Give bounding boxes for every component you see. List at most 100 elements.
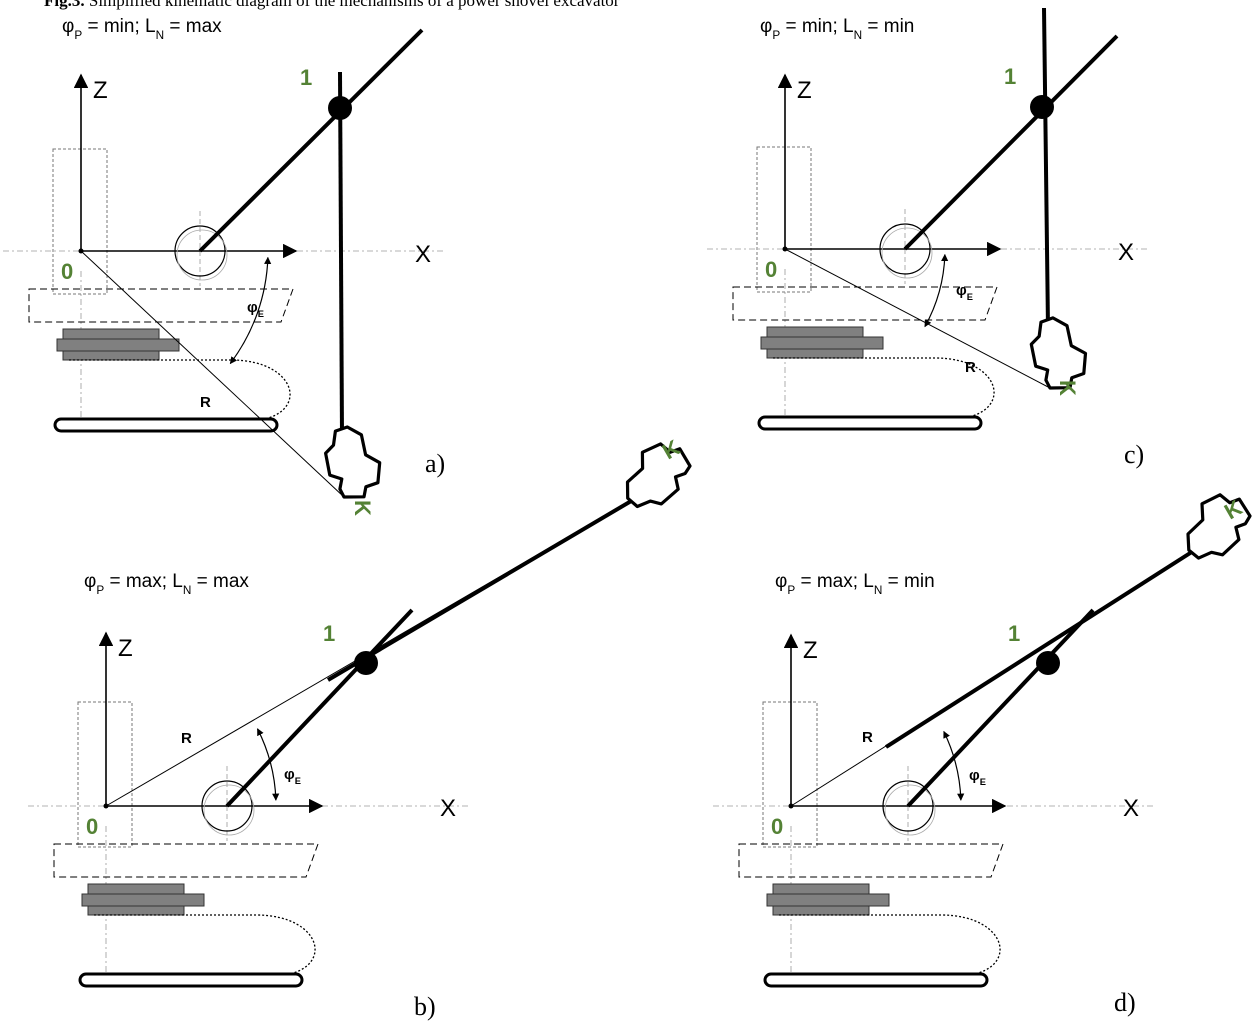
angle-arc-phiE — [256, 728, 280, 801]
radius-line — [105, 465, 691, 807]
mast-frame — [77, 701, 133, 848]
hinge-label: 1 — [323, 621, 335, 646]
panel-label-a: a) — [425, 449, 445, 478]
condition-label-d: φP = max; LN = min — [775, 571, 935, 597]
bucket — [324, 425, 382, 499]
radius-label: R — [965, 359, 976, 376]
bucket — [625, 442, 692, 509]
z-axis-label: Z — [118, 635, 133, 662]
platform-outline — [28, 288, 294, 323]
condition-label-b: φP = max; LN = max — [84, 571, 249, 597]
figure-caption-text: Simplified kinematic diagram of the mech… — [88, 0, 620, 10]
platform-outline — [738, 843, 1004, 878]
figure-caption-prefix: Fig.3. — [44, 0, 85, 10]
track-bar-middle — [81, 893, 205, 907]
pivot-circle — [201, 780, 253, 832]
pivot-circle-shadow — [176, 229, 228, 281]
radius-line — [80, 250, 345, 498]
boom — [903, 34, 1119, 251]
bucket-tip-label: K — [1055, 380, 1080, 396]
radius-line — [790, 515, 1251, 807]
track-bar-top — [766, 326, 864, 338]
x-axis-label: X — [1123, 795, 1139, 822]
bucket-tip-label: K — [350, 500, 375, 516]
track-bar-top — [772, 883, 870, 895]
bucket — [1186, 493, 1252, 560]
track-bar-bottom — [62, 350, 160, 361]
pivot-circle-shadow — [881, 227, 933, 279]
hinge-label: 1 — [300, 65, 312, 90]
bucket — [1029, 316, 1088, 390]
hinge-label: 1 — [1008, 621, 1020, 646]
hinge-label: 1 — [1004, 64, 1016, 89]
angle-label-phiE: φE — [247, 299, 264, 319]
hoist-cable — [773, 357, 995, 420]
stick — [326, 482, 662, 682]
track-bar-bottom — [766, 348, 864, 359]
z-axis-label: Z — [797, 77, 812, 104]
stick — [338, 71, 344, 438]
angle-label-phiE: φE — [969, 767, 986, 787]
panel-label-b: b) — [414, 992, 436, 1021]
origin-label: 0 — [771, 814, 783, 839]
angle-arc-phiE — [943, 730, 965, 801]
track-bar-middle — [760, 336, 884, 350]
panel-label-d: d) — [1114, 988, 1136, 1017]
mast-frame — [52, 148, 108, 295]
radius-label: R — [200, 394, 211, 411]
condition-label-c: φP = min; LN = min — [760, 16, 914, 42]
hoist-cable — [94, 914, 316, 977]
radius-label: R — [181, 730, 192, 747]
hoist-cable — [69, 359, 291, 422]
ground-pad — [757, 415, 983, 431]
hoist-cable — [779, 914, 1001, 977]
pivot-circle — [879, 223, 931, 275]
hinge-joint — [1036, 651, 1060, 675]
figure-caption: Fig.3. Simplified kinematic diagram of t… — [44, 0, 619, 11]
track-bar-middle — [766, 893, 890, 907]
z-axis-label: Z — [803, 637, 818, 664]
ground-pad — [763, 972, 989, 988]
pivot-circle-shadow — [884, 784, 936, 836]
mast-frame — [756, 146, 812, 293]
boom — [225, 608, 414, 808]
origin-label: 0 — [765, 257, 777, 282]
angle-arc-phiE — [229, 256, 272, 365]
mast-frame — [762, 701, 818, 848]
ground-pad — [53, 417, 279, 433]
z-axis-label: Z — [93, 77, 108, 104]
hinge-joint — [328, 96, 352, 120]
x-axis-label: X — [1118, 239, 1134, 266]
condition-label-a: φP = min; LN = max — [62, 16, 222, 42]
stick — [1042, 7, 1050, 329]
origin-label: 0 — [86, 814, 98, 839]
pivot-circle — [174, 225, 226, 277]
angle-label-phiE: φE — [284, 766, 301, 786]
track-bar-bottom — [772, 905, 870, 916]
radius-line — [784, 248, 1051, 389]
track-bar-middle — [56, 338, 180, 352]
radius-label: R — [862, 729, 873, 746]
track-bar-bottom — [87, 905, 185, 916]
x-axis-label: X — [415, 241, 431, 268]
track-bar-top — [62, 328, 160, 340]
pivot-circle — [882, 780, 934, 832]
hinge-joint — [354, 651, 378, 675]
ground-pad — [78, 972, 304, 988]
platform-outline — [53, 843, 319, 878]
boom — [198, 28, 424, 253]
x-axis-label: X — [440, 795, 456, 822]
track-bar-top — [87, 883, 185, 895]
angle-arc-phiE — [924, 253, 949, 328]
pivot-circle-shadow — [203, 784, 255, 836]
platform-outline — [732, 286, 998, 321]
boom — [906, 608, 1095, 808]
angle-label-phiE: φE — [956, 282, 973, 302]
origin-label: 0 — [61, 259, 73, 284]
hinge-joint — [1030, 95, 1054, 119]
